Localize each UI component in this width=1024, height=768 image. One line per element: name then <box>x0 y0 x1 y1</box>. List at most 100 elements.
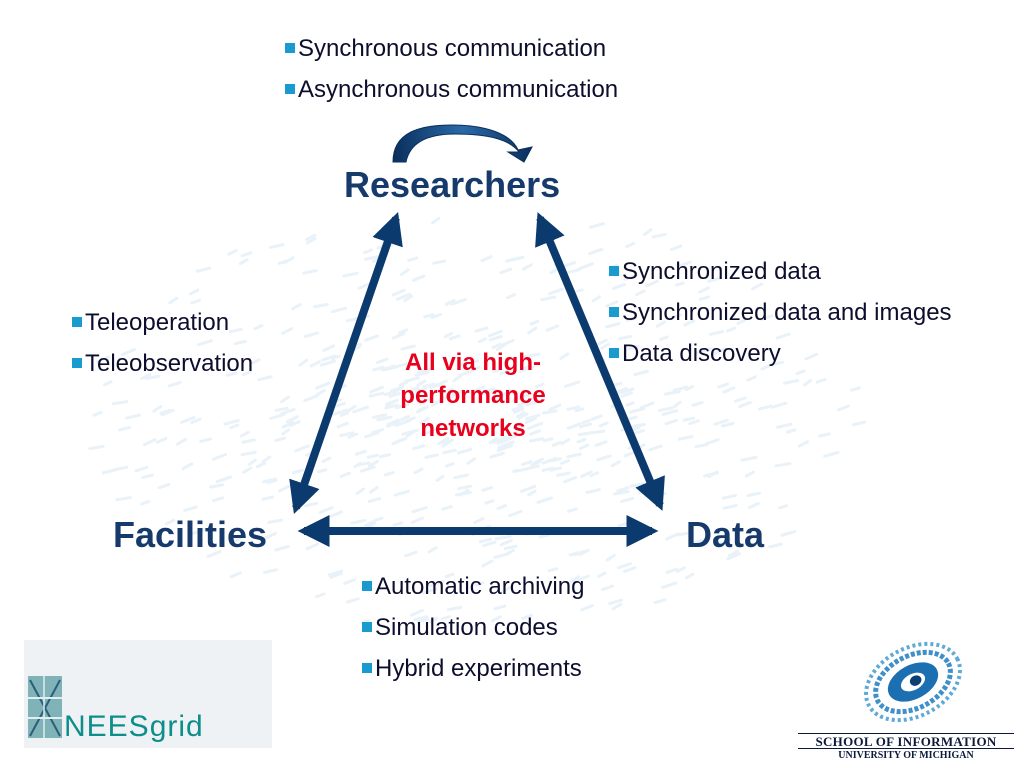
list-item: Data discovery <box>609 333 952 374</box>
background-dash <box>746 491 761 497</box>
square-bullet-icon <box>285 43 295 53</box>
background-dash <box>684 572 695 580</box>
background-dash <box>191 527 207 535</box>
background-dash <box>140 373 152 380</box>
background-dash <box>704 438 720 446</box>
background-dash <box>605 553 616 562</box>
background-dash <box>670 244 683 251</box>
background-dash <box>815 377 827 384</box>
background-dash <box>444 393 458 400</box>
background-dash <box>653 598 667 605</box>
background-dash <box>239 430 250 438</box>
background-dash <box>454 490 472 497</box>
background-dash <box>225 371 238 377</box>
background-dash <box>660 581 678 589</box>
background-dash <box>481 559 494 568</box>
background-dash <box>722 386 736 394</box>
list-item: Synchronized data <box>609 251 952 292</box>
background-dash <box>400 414 411 422</box>
neesgrid-mark-icon <box>28 676 62 738</box>
background-dash <box>747 502 760 509</box>
background-dash <box>115 496 133 502</box>
background-dash <box>241 370 252 377</box>
background-dash <box>482 387 496 394</box>
background-dash <box>474 326 489 333</box>
background-dash <box>435 474 445 482</box>
background-dash <box>134 465 149 473</box>
background-dash <box>751 282 764 291</box>
background-dash <box>569 575 581 583</box>
background-dash <box>433 379 448 388</box>
background-dash <box>521 613 534 621</box>
background-dash <box>466 457 476 465</box>
background-dash <box>444 298 456 306</box>
background-dash <box>443 331 454 339</box>
square-bullet-icon <box>72 358 82 368</box>
background-dash <box>775 422 793 429</box>
background-dash <box>499 267 513 275</box>
square-bullet-icon <box>362 581 372 591</box>
background-dash <box>448 334 461 341</box>
background-dash <box>728 549 740 558</box>
background-dash <box>180 416 196 424</box>
background-dash <box>759 314 774 321</box>
background-dash <box>437 438 454 446</box>
background-dash <box>491 342 502 350</box>
background-dash <box>422 382 436 389</box>
background-dash <box>506 293 517 300</box>
background-dash <box>517 400 529 407</box>
background-dash <box>675 566 686 573</box>
background-dash <box>142 438 157 447</box>
background-dash <box>268 243 285 249</box>
square-bullet-icon <box>285 84 295 94</box>
background-dash <box>489 334 503 342</box>
background-dash <box>489 451 505 459</box>
background-dash <box>499 368 512 376</box>
node-data: Data <box>686 514 765 555</box>
background-dash <box>155 436 168 444</box>
background-dash <box>183 505 198 512</box>
list-item: Simulation codes <box>362 607 584 648</box>
background-dash <box>684 385 695 392</box>
background-dash <box>804 352 819 361</box>
background-dash <box>240 251 253 258</box>
background-dash <box>453 473 469 480</box>
background-dash <box>421 587 438 595</box>
background-dash <box>780 530 797 537</box>
background-dash <box>771 401 788 409</box>
background-dash <box>413 467 424 475</box>
background-dash <box>168 296 179 305</box>
background-dash <box>481 486 494 492</box>
background-dash <box>117 425 132 432</box>
background-dash <box>611 602 623 611</box>
background-dash <box>665 567 678 574</box>
list-item: Teleoperation <box>72 302 253 343</box>
background-dash <box>251 358 261 365</box>
node-facilities: Facilities <box>113 514 268 555</box>
background-dash <box>736 318 747 326</box>
background-dash <box>211 452 228 461</box>
background-dash <box>139 499 151 506</box>
background-dash <box>405 429 416 438</box>
background-dash <box>547 567 559 573</box>
background-dash <box>672 385 689 392</box>
background-dash <box>165 518 176 526</box>
background-dash <box>683 319 696 327</box>
background-dash <box>666 313 683 321</box>
background-dash <box>675 531 692 537</box>
researchers-communication-list: Synchronous communication Asynchronous c… <box>285 28 618 110</box>
list-item: Asynchronous communication <box>285 69 618 110</box>
background-dash <box>849 386 861 392</box>
background-dash <box>431 216 441 225</box>
background-dash <box>778 504 788 510</box>
background-dash <box>175 437 187 446</box>
list-item: Synchronous communication <box>285 28 618 69</box>
background-dash <box>677 435 694 441</box>
background-dash <box>488 437 498 445</box>
background-dash <box>785 428 797 434</box>
background-dash <box>141 473 154 479</box>
background-dash <box>199 437 213 443</box>
background-dash <box>496 437 512 445</box>
university-emblem-logo <box>864 641 962 723</box>
background-dash <box>803 378 813 387</box>
